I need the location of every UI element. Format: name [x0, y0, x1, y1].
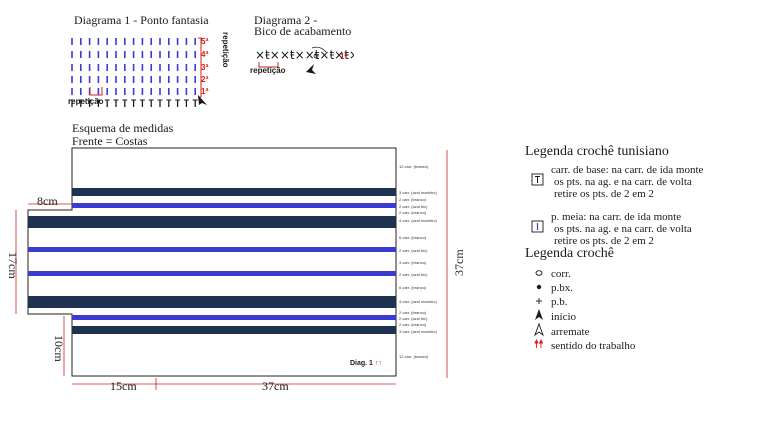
stripe-blue-2 [28, 247, 396, 252]
legend-tunisian-half-line1: p. meia: na carr. de ida monte [551, 211, 682, 223]
diagram-1-reference-label: Diag. 1 [350, 360, 373, 367]
schematic-title-line2: Frente = Costas [72, 134, 148, 148]
diagram1-repeat-h-bracket [89, 87, 103, 96]
work-direction-arrows-icon [534, 338, 544, 348]
dim-37cm-width: 37cm [262, 379, 289, 393]
diagram2-edging-chart: ×ŧ××ŧ××ŧ×ŧ×ŧ× [255, 46, 354, 74]
legend-tunisian-base-text: carr. de base: na carr. de ida monte os … [551, 164, 703, 200]
legend-crochet-inicio: início [551, 311, 577, 323]
legend-crochet-direction: sentido do trabalho [551, 340, 636, 352]
stripe-label-10: 2 carr. (azul bic) [399, 272, 428, 277]
legend-crochet-pbx: p.bx. [551, 282, 573, 294]
legend-tunisian-base-line1: carr. de base: na carr. de ida monte [551, 164, 704, 176]
diagram1-repeat-horizontal-label: repetição [68, 97, 104, 106]
tunisian-base-icon [531, 173, 544, 186]
diagram2-row-1: 1ª [340, 52, 348, 61]
stripe-label-14: 2 carr. (azul bic) [399, 316, 428, 321]
stripe-label-11: 6 carr. (branco) [399, 285, 427, 290]
legend-tunisian-base-line3: retire os pts. de 2 em 2 [554, 188, 654, 200]
diagram2-title: Diagrama 2 - Bico de acabamento [254, 13, 352, 38]
stripe-label-9: 3 carr. (branco) [399, 260, 427, 265]
legend-crochet-corr: corr. [551, 268, 571, 280]
schematic-title-line1: Esquema de medidas [72, 121, 174, 135]
slip-stitch-dot-icon [536, 284, 542, 290]
diagram2-repeat-label: repetição [250, 66, 286, 75]
svg-text:×ŧ××ŧ××ŧ×ŧ×ŧ×: ×ŧ××ŧ××ŧ×ŧ×ŧ× [255, 48, 354, 62]
stripe-label-16: 3 carr. (azul marinho) [399, 329, 437, 334]
finish-arrow-icon [534, 322, 544, 337]
work-direction-arrows-icon: ↑↑ [374, 360, 382, 367]
diagram1-row-1: 1ª [201, 87, 209, 96]
stripe-navy-3 [28, 296, 396, 308]
diagram1-repeat-vertical-label: repetição [221, 32, 230, 68]
dim-10cm: 10cm [52, 335, 66, 362]
stripe-label-1: 12 carr. (branco) [399, 164, 429, 169]
schematic-title: Esquema de medidas Frente = Costas [72, 122, 173, 148]
legend-crochet-heading: Legenda crochê [525, 246, 614, 261]
chain-circle-icon [535, 270, 543, 276]
stripe-label-3: 2 carr. (branco) [399, 197, 427, 202]
stripe-navy-4 [72, 326, 396, 334]
legend-tunisian-base-line2: os pts. na ag. e na carr. de volta [554, 176, 692, 188]
diagram1-repeat-bracket [198, 37, 202, 98]
stripe-blue-1 [72, 203, 396, 208]
stripe-navy-2 [28, 216, 396, 228]
stripe-blue-4 [72, 315, 396, 320]
stripe-label-7: 6 carr. (branco) [399, 235, 427, 240]
diagram1-row-4: 4ª [201, 50, 209, 59]
legend-tunisian-half-line3: retire os pts. de 2 em 2 [554, 235, 654, 247]
dim-8cm: 8cm [37, 194, 58, 208]
measurements-schematic [15, 147, 448, 390]
stripe-label-15: 2 carr. (branco) [399, 322, 427, 327]
start-arrow-icon [535, 309, 543, 320]
single-crochet-plus-icon [536, 298, 542, 304]
dim-15cm: 15cm [110, 379, 137, 393]
stripe-label-8: 2 carr. (azul bic) [399, 248, 428, 253]
diagram1-title: Diagrama 1 - Ponto fantasia [74, 13, 209, 27]
stripe-label-6: 4 carr. (azul marinho) [399, 218, 437, 223]
legend-crochet-symbols [534, 270, 544, 348]
stripe-blue-3 [28, 271, 396, 276]
diagram2-title-line2: Bico de acabamento [254, 24, 352, 38]
diagram1-row-5: 5ª [201, 37, 209, 46]
tunisian-half-stitch-icon [531, 220, 544, 233]
diagram1-row-3: 3ª [201, 63, 209, 72]
stripe-navy-1 [72, 188, 396, 196]
legend-tunisian-half-line2: os pts. na ag. e na carr. de volta [554, 223, 692, 235]
legend-tunisian-half-text: p. meia: na carr. de ida monte os pts. n… [551, 211, 692, 247]
stripe-label-12: 4 carr. (azul marinho) [399, 299, 437, 304]
stripe-label-4: 2 carr. (azul bic) [399, 204, 428, 209]
stripe-label-5: 2 carr. (branco) [399, 210, 427, 215]
start-arrow-icon [198, 95, 207, 105]
diagram2-title-line1: Diagrama 2 - [254, 13, 318, 27]
diagram1-row-2: 2ª [201, 75, 209, 84]
dim-37cm-height: 37cm [452, 249, 466, 276]
dim-17cm: 17cm [6, 252, 20, 279]
stripe-label-17: 12 carr. (branco) [399, 354, 429, 359]
diagram1-stitch-grid [69, 38, 198, 107]
stripe-label-2: 3 carr. (azul marinho) [399, 190, 437, 195]
stripe-label-13: 2 carr. (branco) [399, 310, 427, 315]
legend-crochet-arremate: arremate [551, 326, 590, 338]
legend-crochet-pb: p.b. [551, 296, 568, 308]
diagram-1-reference: Diag. 1 ↑↑ [350, 360, 382, 367]
legend-tunisian-heading: Legenda crochê tunisiano [525, 144, 669, 159]
